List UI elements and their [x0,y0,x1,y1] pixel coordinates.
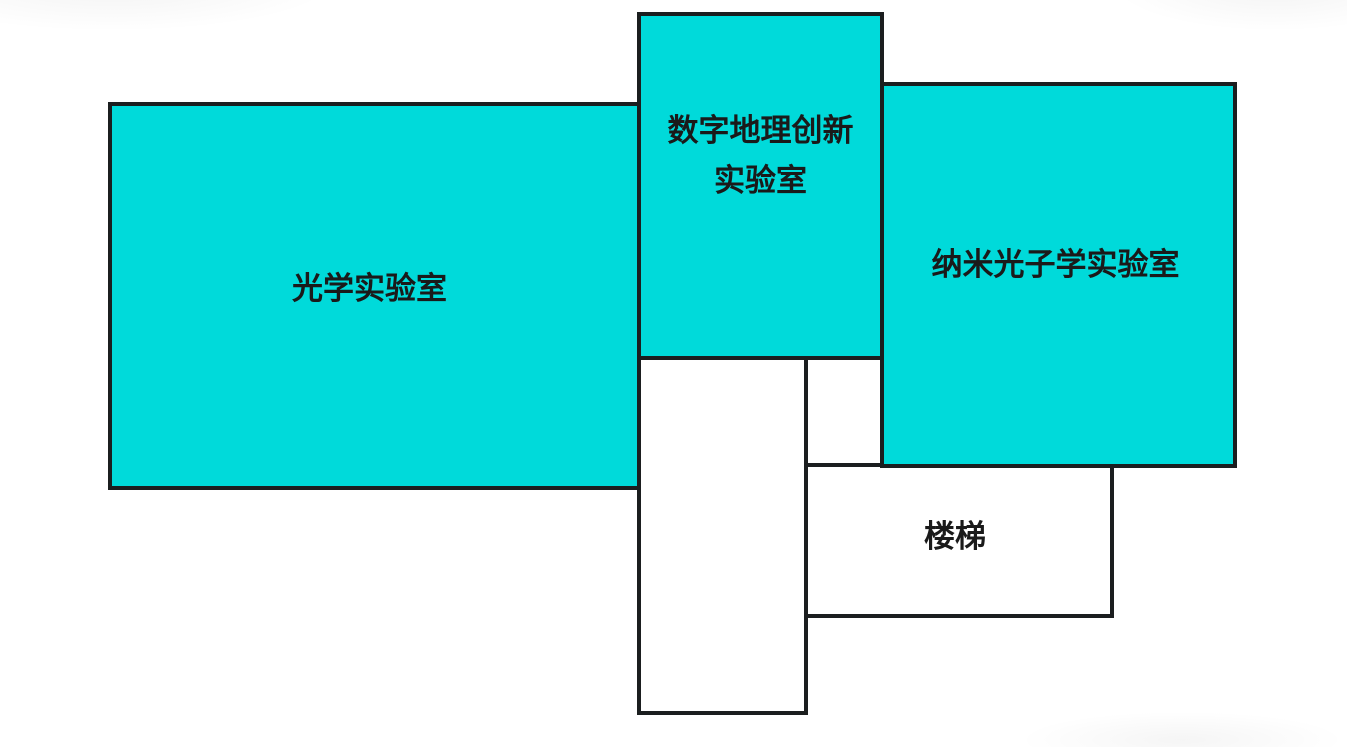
room-nano-photonics-lab[interactable]: 纳米光子学实验室 [880,82,1237,468]
room-stairs[interactable]: 楼梯 [804,463,1114,618]
background-shadow [1107,0,1347,32]
room-label: 数字地理创新实验室 [667,113,854,199]
room-corridor[interactable] [637,356,808,715]
room-label: 纳米光子学实验室 [931,247,1180,284]
room-digital-geo-innovation-lab[interactable]: 数字地理创新实验室 [637,12,884,360]
room-label: 楼梯 [924,518,986,555]
room-label: 光学实验室 [292,271,447,308]
background-shadow [0,0,340,32]
room-optical-lab[interactable]: 光学实验室 [108,102,641,490]
background-shadow [1017,711,1347,747]
